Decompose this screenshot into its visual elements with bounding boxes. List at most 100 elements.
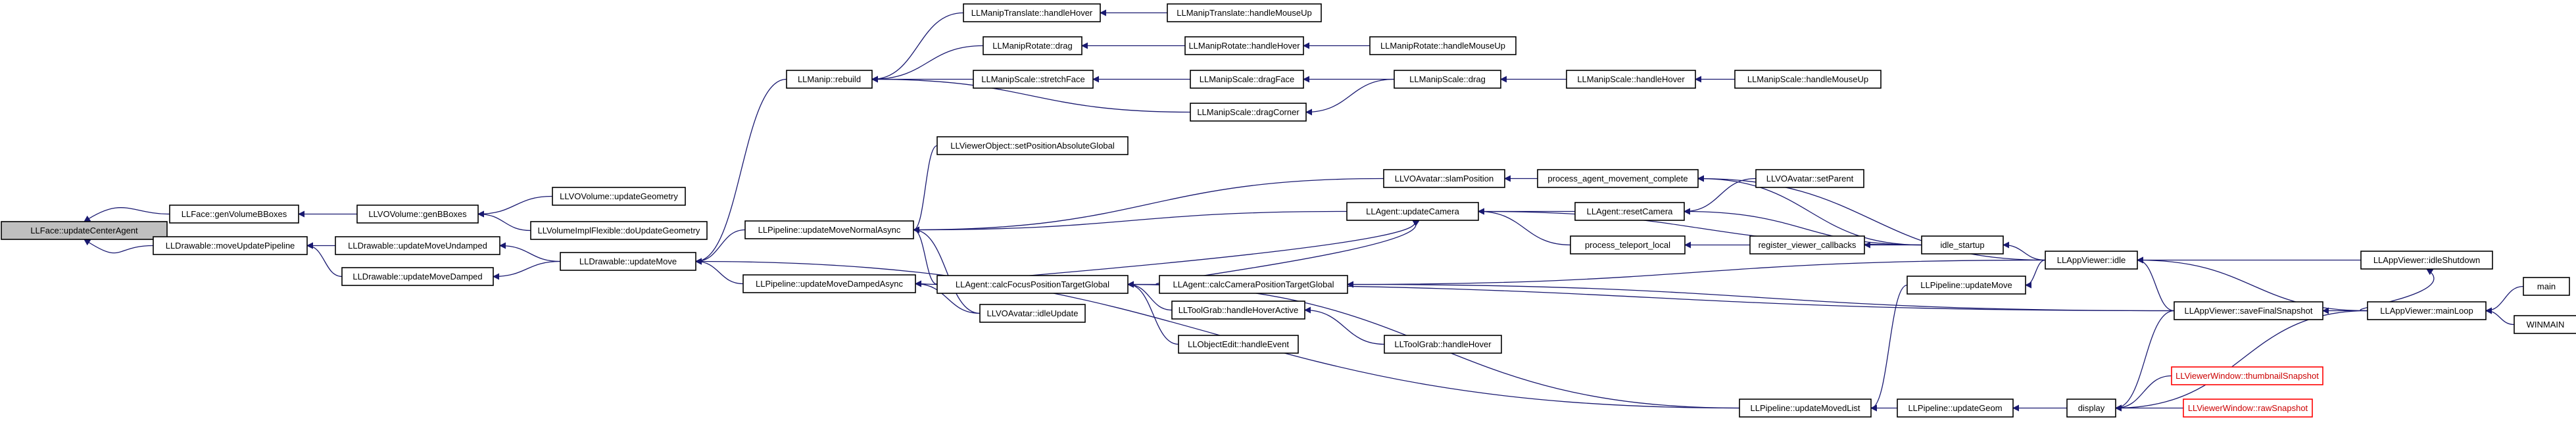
node-n26[interactable]: process_agent_movement_complete [1537, 169, 1699, 188]
edge-n42-to-n39 [2137, 256, 2175, 312]
node-n34[interactable]: LLAgent::calcCameraPositionTargetGlobal [1159, 275, 1348, 294]
node-n27[interactable]: LLAgent::updateCamera [1346, 202, 1479, 221]
node-n18[interactable]: LLManipScale::stretchFace [973, 70, 1094, 89]
edge-n43-to-n41 [2360, 268, 2435, 312]
edge-n33-to-n27 [935, 220, 1420, 285]
node-n25[interactable]: LLVOAvatar::slamPosition [1383, 169, 1505, 188]
node-box [1570, 235, 1686, 254]
node-n31[interactable]: register_viewer_callbacks [1749, 235, 1865, 254]
node-label: process_teleport_local [1585, 240, 1670, 250]
node-label: WINMAIN [2527, 320, 2565, 329]
node-n24[interactable]: LLViewerObject::setPositionAbsoluteGloba… [936, 136, 1129, 155]
node-n7[interactable]: LLDrawable::updateMoveDamped [341, 267, 494, 286]
node-n5[interactable]: LLVolumeImplFlexible::doUpdateGeometry [530, 221, 708, 240]
node-n41[interactable]: LLAppViewer::idleShutdown [2360, 251, 2493, 270]
node-n45[interactable]: WINMAIN [2514, 315, 2576, 334]
edge-n35-to-n10 [913, 226, 981, 314]
node-box [744, 220, 914, 239]
node-label: register_viewer_callbacks [1759, 240, 1857, 250]
node-label: LLVOVolume::genBBoxes [368, 209, 467, 219]
node-n16[interactable]: LLManipRotate::handleHover [1184, 36, 1304, 55]
node-label: LLDrawable::moveUpdatePipeline [166, 241, 295, 251]
node-label: LLToolGrab::handleHover [1394, 339, 1492, 349]
node-box [1537, 169, 1699, 188]
node-box [2171, 366, 2323, 385]
node-n49[interactable]: LLViewerWindow::rawSnapshot [2183, 399, 2313, 418]
edge-n48-to-n47 [2115, 375, 2172, 412]
node-n1[interactable]: LLFace::genVolumeBBoxes [169, 205, 299, 224]
node-n32[interactable]: idle_startup [1921, 235, 2004, 254]
node-label: LLManip::rebuild [798, 74, 861, 84]
node-n44[interactable]: main [2523, 277, 2570, 296]
node-n3[interactable]: LLVOVolume::genBBoxes [356, 205, 479, 224]
node-n20[interactable]: LLManipScale::drag [1394, 70, 1501, 89]
node-n23[interactable]: LLManipScale::dragCorner [1190, 103, 1307, 122]
edge-n8-to-n6 [499, 242, 561, 262]
node-box [1897, 399, 2014, 418]
node-box [153, 236, 308, 255]
edge-n10-to-n8 [695, 229, 746, 265]
node-n37[interactable]: LLToolGrab::handleHover [1384, 335, 1502, 354]
node-n6[interactable]: LLDrawable::updateMoveUndamped [335, 236, 500, 255]
node-label: LLPipeline::updateGeom [1908, 403, 2002, 413]
node-n15[interactable]: LLManipRotate::drag [983, 36, 1082, 55]
node-n19[interactable]: LLManipScale::dragFace [1190, 70, 1304, 89]
edge-n40-to-n12 [1870, 284, 1908, 412]
node-n42[interactable]: LLAppViewer::saveFinalSnapshot [2174, 301, 2323, 320]
node-n9[interactable]: LLManip::rebuild [786, 70, 873, 89]
node-label: idle_startup [1940, 240, 1984, 250]
edge-n12-to-n8 [695, 258, 1740, 409]
edge-n20-to-n23 [1305, 78, 1395, 116]
node-n36[interactable]: LLToolGrab::handleHoverActive [1171, 301, 1305, 320]
node-label: LLManipRotate::handleHover [1188, 41, 1300, 51]
node-n14[interactable]: LLManipTranslate::handleMouseUp [1167, 3, 1322, 22]
node-n43[interactable]: LLAppViewer::mainLoop [2367, 301, 2487, 320]
node-n48[interactable]: LLViewerWindow::thumbnailSnapshot [2171, 366, 2323, 385]
edge-n29-to-n28 [1684, 178, 1757, 215]
edge-n39-to-n34 [1347, 259, 2046, 288]
node-box [1167, 3, 1322, 22]
edge-n32-to-n28 [1684, 208, 1922, 246]
edge-n4-to-n3 [477, 195, 553, 218]
node-n11[interactable]: LLPipeline::updateMoveDampedAsync [742, 274, 916, 293]
node-label: LLPipeline::updateMoveNormalAsync [758, 225, 901, 235]
node-box [963, 3, 1101, 22]
node-box [356, 205, 479, 224]
node-label: LLObjectEdit::handleEvent [1188, 339, 1289, 349]
edge-n44-to-n43 [2485, 285, 2524, 314]
edge-n45-to-n43 [2485, 307, 2515, 326]
node-n2[interactable]: LLDrawable::moveUpdatePipeline [153, 236, 308, 255]
node-n13[interactable]: LLManipTranslate::handleHover [963, 3, 1101, 22]
node-n0[interactable]: LLFace::updateCenterAgent [1, 221, 168, 240]
node-n38[interactable]: LLObjectEdit::handleEvent [1178, 335, 1299, 354]
node-box [341, 267, 494, 286]
node-label: LLDrawable::updateMove [579, 256, 677, 266]
node-n12[interactable]: LLPipeline::updateMovedList [1739, 399, 1872, 418]
node-n22[interactable]: LLManipScale::handleMouseUp [1734, 70, 1882, 89]
node-n46[interactable]: LLPipeline::updateGeom [1897, 399, 2014, 418]
node-n39[interactable]: LLAppViewer::idle [2045, 251, 2138, 270]
edge-n15-to-n9 [871, 45, 984, 83]
node-n4[interactable]: LLVOVolume::updateGeometry [552, 187, 686, 206]
node-n8[interactable]: LLDrawable::updateMove [560, 252, 696, 271]
edge-n7-to-n2 [306, 242, 343, 278]
edge-n36-to-n33 [1127, 281, 1173, 311]
edge-n24-to-n10 [913, 145, 938, 233]
edge-n13-to-n9 [871, 12, 964, 83]
node-label: LLFace::genVolumeBBoxes [182, 209, 287, 219]
node-n21[interactable]: LLManipScale::handleHover [1566, 70, 1696, 89]
node-n10[interactable]: LLPipeline::updateMoveNormalAsync [744, 220, 914, 239]
node-n30[interactable]: process_teleport_local [1570, 235, 1686, 254]
node-n29[interactable]: LLVOAvatar::setParent [1755, 169, 1864, 188]
edge-n11-to-n8 [695, 258, 744, 285]
node-n28[interactable]: LLAgent::resetCamera [1574, 202, 1685, 221]
node-n33[interactable]: LLAgent::calcFocusPositionTargetGlobal [936, 275, 1129, 294]
node-box [1346, 202, 1479, 221]
node-n35[interactable]: LLVOAvatar::idleUpdate [979, 304, 1086, 323]
node-label: LLAgent::updateCamera [1366, 206, 1459, 216]
node-n47[interactable]: display [2066, 399, 2116, 418]
node-box [1171, 301, 1305, 320]
node-n40[interactable]: LLPipeline::updateMove [1907, 276, 2026, 295]
node-n17[interactable]: LLManipRotate::handleMouseUp [1369, 36, 1517, 55]
edge-n38-to-n33 [1127, 281, 1179, 345]
